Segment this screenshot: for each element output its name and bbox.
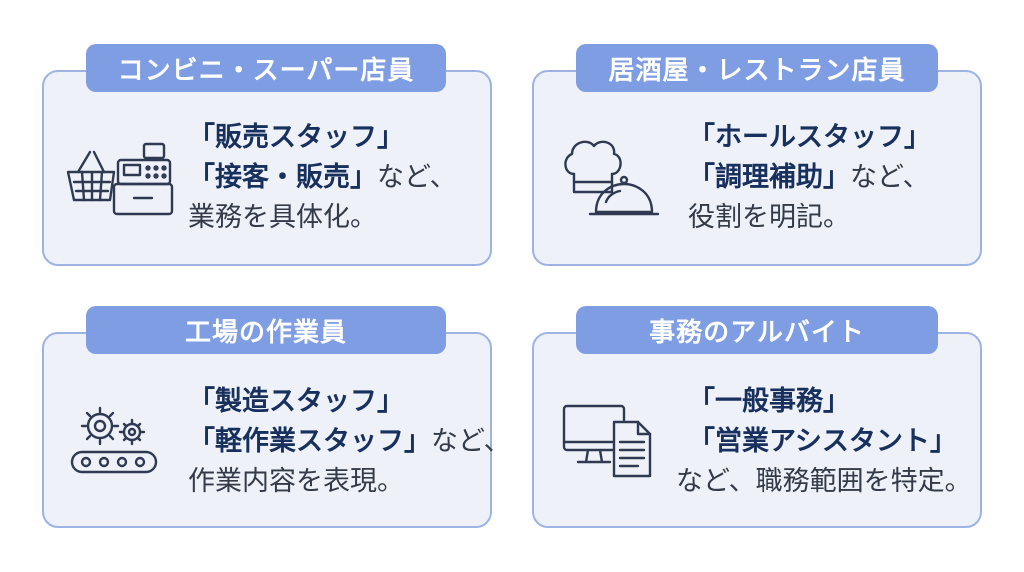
suffix-text: など、 [377,162,457,193]
keyword-line-1: 「販売スタッフ」 [188,122,404,153]
keyword-line-1: 「一般事務」 [688,386,850,417]
register-basket-icon [64,138,174,222]
suffix-text: など、 [431,426,511,457]
card-title-convenience-store: コンビニ・スーパー店員 [86,44,446,92]
description-line: 業務を具体化。 [188,202,377,233]
computer-document-icon [560,402,656,482]
keyword-2: 「接客・販売」 [188,162,377,193]
card-body-factory: 「製造スタッフ」 「軽作業スタッフ」など、 作業内容を表現。 [188,382,511,502]
card-restaurant [532,70,982,266]
card-body-office: 「一般事務」 「営業アシスタント」 など、職務範囲を特定。 [676,382,972,502]
card-factory [42,332,492,528]
description-line: など、職務範囲を特定。 [676,466,972,497]
gears-conveyor-icon [68,398,164,482]
keyword-line-2: 「調理補助」など、 [688,158,931,198]
suffix-text: など、 [850,162,930,193]
card-body-convenience-store: 「販売スタッフ」 「接客・販売」など、 業務を具体化。 [188,118,457,238]
keyword-2: 「営業アシスタント」 [688,426,957,457]
keyword-line-1: 「製造スタッフ」 [188,386,404,417]
keyword-2: 「調理補助」 [688,162,850,193]
description-line: 役割を明記。 [688,202,850,233]
card-title-office: 事務のアルバイト [576,306,938,354]
keyword-line-2: 「接客・販売」など、 [188,158,457,198]
chef-hat-cloche-icon [560,134,660,228]
keyword-line-2: 「営業アシスタント」 [688,422,972,462]
keyword-line-1: 「ホールスタッフ」 [688,122,931,153]
keyword-2: 「軽作業スタッフ」 [188,426,431,457]
description-line: 作業内容を表現。 [188,466,404,497]
card-body-restaurant: 「ホールスタッフ」 「調理補助」など、 役割を明記。 [688,118,931,238]
card-title-restaurant: 居酒屋・レストラン店員 [576,44,938,92]
keyword-line-2: 「軽作業スタッフ」など、 [188,422,511,462]
card-title-factory: 工場の作業員 [86,306,446,354]
